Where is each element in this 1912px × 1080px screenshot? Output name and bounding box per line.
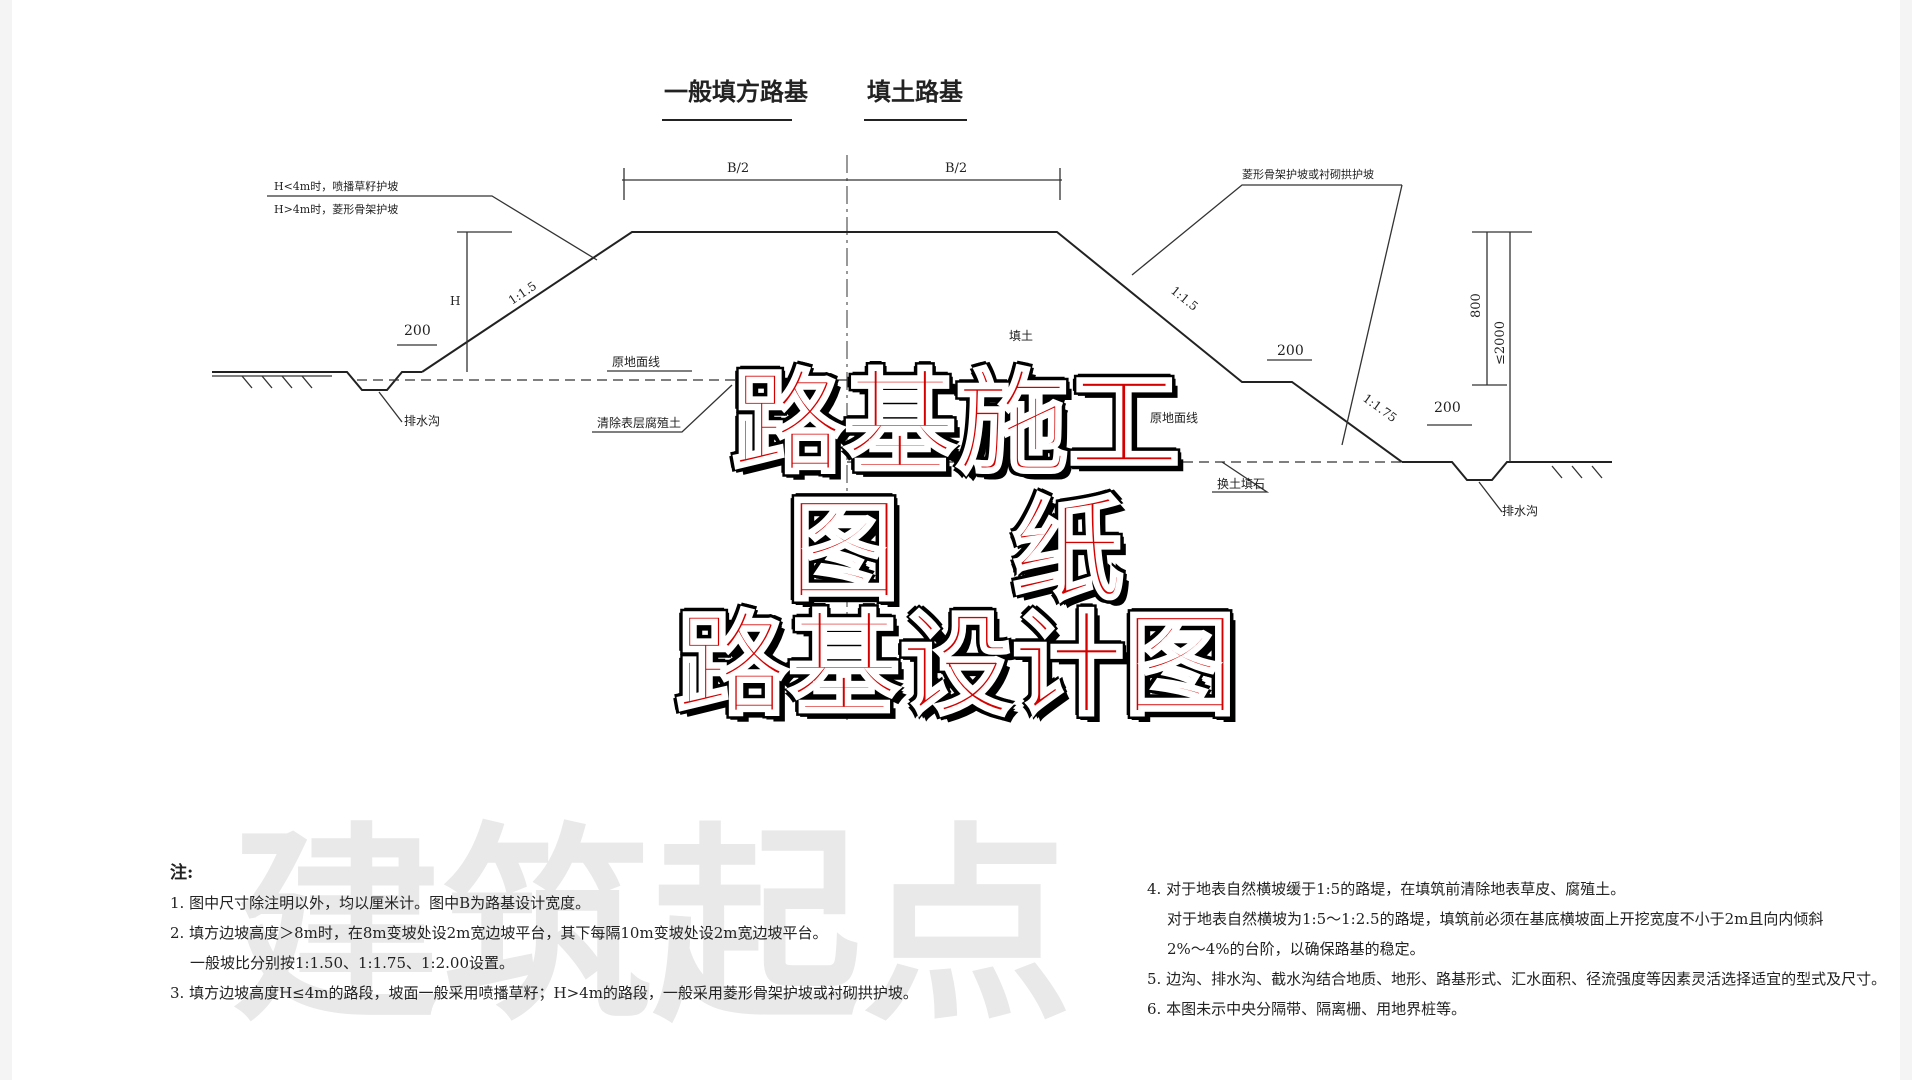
note-6: 6. 本图未示中央分隔带、隔离栅、用地界桩等。: [1147, 1000, 1467, 1018]
note-2-cont: 一般坡比分别按1:1.50、1:1.75、1:2.00设置。: [190, 954, 514, 972]
height-left-label: H: [450, 294, 460, 308]
drawing-sheet: 建筑起点 一般填方路基 填土路基 B/2 B/2 原地面线 H 200 200 …: [12, 0, 1900, 1080]
ditch-right-label: 排水沟: [1502, 504, 1538, 518]
dim-2000-label: ≤2000: [1493, 321, 1508, 365]
note-4: 4. 对于地表自然横坡缓于1:5的路堤，在填筑前清除地表草皮、腐殖土。: [1147, 880, 1626, 898]
dim-800-label: 800: [1469, 293, 1484, 318]
slope-protect-note-right: 菱形骨架护坡或衬砌拱护坡: [1242, 167, 1374, 181]
slope-protect-leader-right-2: [1341, 184, 1403, 446]
notes-right: 4. 对于地表自然横坡缓于1:5的路堤，在填筑前清除地表草皮、腐殖土。 对于地表…: [1147, 874, 1907, 1024]
ditch-left-label: 排水沟: [404, 414, 440, 428]
dim-200-right: 200: [1434, 400, 1461, 416]
overlay-title-line1: 路基施工: [731, 359, 1182, 489]
note-1: 1. 图中尺寸除注明以外，均以厘米计。图中B为路基设计宽度。: [170, 894, 591, 912]
note-5: 5. 边沟、排水沟、截水沟结合地质、地形、路基形式、汇水面积、径流强度等因素灵活…: [1147, 970, 1887, 988]
clear-surface-leader: [592, 384, 733, 433]
watermark: 建筑起点: [232, 805, 1072, 1050]
ground-hatch-left: [241, 375, 313, 389]
slope-right-upper-label: 1:1.5: [1168, 283, 1201, 313]
slope-protect-leader-left: [267, 195, 598, 261]
dim-200-left: 200: [404, 323, 431, 339]
ditch-left: [212, 371, 422, 391]
title-general-fill: 一般填方路基: [664, 77, 809, 106]
notes-heading: 注:: [170, 863, 194, 883]
overlay-title-line3: 路基设计图: [675, 601, 1238, 731]
subgrade-cross-section: 建筑起点 一般填方路基 填土路基 B/2 B/2 原地面线 H 200 200 …: [212, 77, 1612, 1050]
slope-protect-leader-right: [1131, 184, 1402, 276]
slope-left-label: 1:1.5: [506, 279, 539, 308]
slope-protect-note-2: H>4m时，菱形骨架护坡: [274, 202, 398, 216]
replace-stone-label: 换土填石: [1217, 477, 1265, 491]
ditch-right-leader: [1478, 481, 1503, 513]
slope-protect-note-1: H<4m时，喷播草籽护坡: [274, 179, 398, 193]
overlay-title-line2: 图 纸: [787, 486, 1126, 616]
ditch-right: [1402, 461, 1612, 481]
note-3: 3. 填方边坡高度H≤4m的路段，坡面一般采用喷播草籽；H>4m的路段，一般采用…: [170, 984, 918, 1002]
b-half-left-label: B/2: [727, 161, 749, 176]
b-half-right-label: B/2: [945, 161, 967, 176]
ditch-left-leader: [378, 391, 403, 423]
original-ground-left-label: 原地面线: [612, 355, 660, 369]
note-4-cont-2: 2%～4%的台阶，以确保路基的稳定。: [1167, 940, 1425, 958]
embankment-outline: [421, 231, 1403, 463]
clear-surface-label: 清除表层腐殖土: [597, 415, 681, 430]
notes-left: 注: 1. 图中尺寸除注明以外，均以厘米计。图中B为路基设计宽度。 2. 填方边…: [170, 858, 1070, 1008]
ground-hatch-right: [1551, 465, 1603, 479]
title-fill-soil: 填土路基: [867, 77, 964, 106]
note-2: 2. 填方边坡高度＞8m时，在8m变坡处设2m宽边坡平台，其下每隔10m变坡处设…: [170, 924, 828, 942]
fill-soil-label: 填土: [1009, 329, 1033, 343]
replace-stone-leader: [1212, 461, 1270, 493]
note-4-cont-1: 对于地表自然横坡为1:5～1:2.5的路堤，填筑前必须在基底横坡面上开挖宽度不小…: [1167, 910, 1824, 928]
dim-200-mid: 200: [1277, 343, 1304, 359]
original-ground-right-label: 原地面线: [1150, 411, 1198, 425]
